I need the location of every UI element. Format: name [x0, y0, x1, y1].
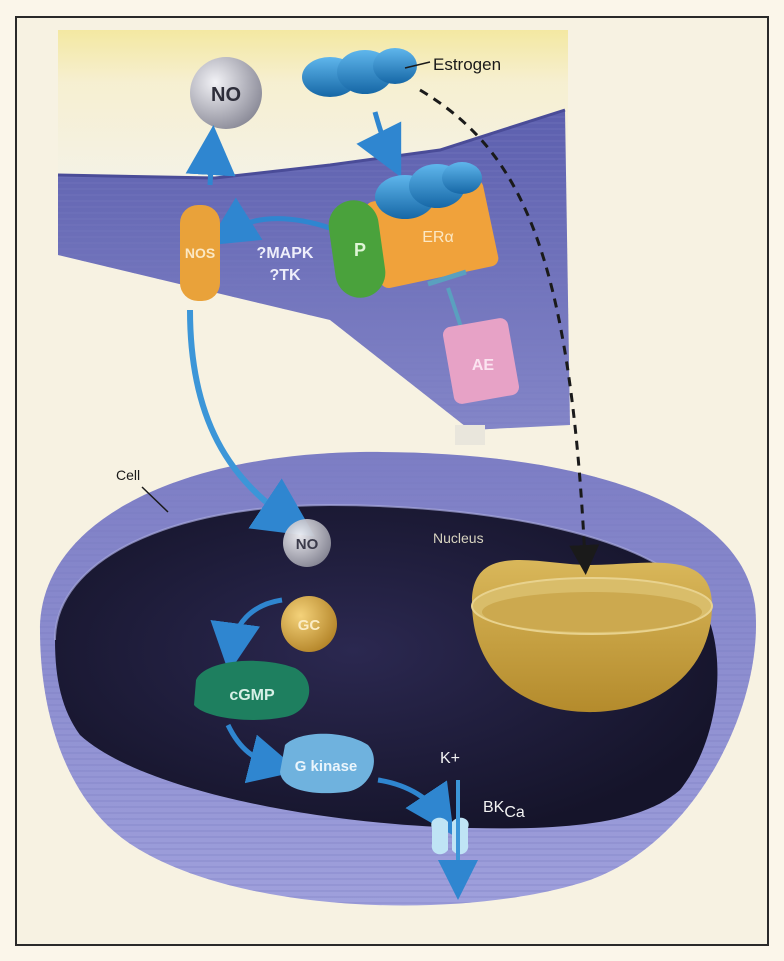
- ae-box: AE: [442, 317, 521, 405]
- p-label: P: [354, 240, 366, 260]
- g-kinase-label: G kinase: [295, 758, 358, 775]
- g-kinase-molecule: G kinase: [280, 734, 374, 793]
- bk-subscript: Ca: [504, 804, 525, 821]
- pathway-label-tk: ?TK: [269, 267, 301, 284]
- ae-label: AE: [472, 357, 495, 374]
- gc-sphere: GC: [281, 596, 337, 652]
- cgmp-label: cGMP: [229, 687, 275, 704]
- k-plus-label: K+: [440, 750, 460, 767]
- pathway-label-mapk: ?MAPK: [257, 245, 314, 262]
- gc-label: GC: [298, 617, 321, 634]
- no-cell-label: NO: [296, 536, 319, 553]
- nos-label: NOS: [185, 245, 215, 261]
- nucleus-label: Nucleus: [433, 530, 484, 546]
- bk-main: BK: [483, 799, 505, 816]
- nos-to-no-arrow: [210, 150, 212, 185]
- no-top-label: NO: [211, 84, 241, 106]
- no-cell-sphere: NO: [283, 519, 331, 567]
- cell-label: Cell: [116, 467, 140, 483]
- cgmp-molecule: cGMP: [194, 661, 309, 720]
- no-top-sphere: NO: [190, 57, 262, 129]
- estrogen-label: Estrogen: [433, 55, 501, 74]
- nos-protein: NOS: [180, 205, 220, 301]
- er-label: ERα: [422, 229, 453, 246]
